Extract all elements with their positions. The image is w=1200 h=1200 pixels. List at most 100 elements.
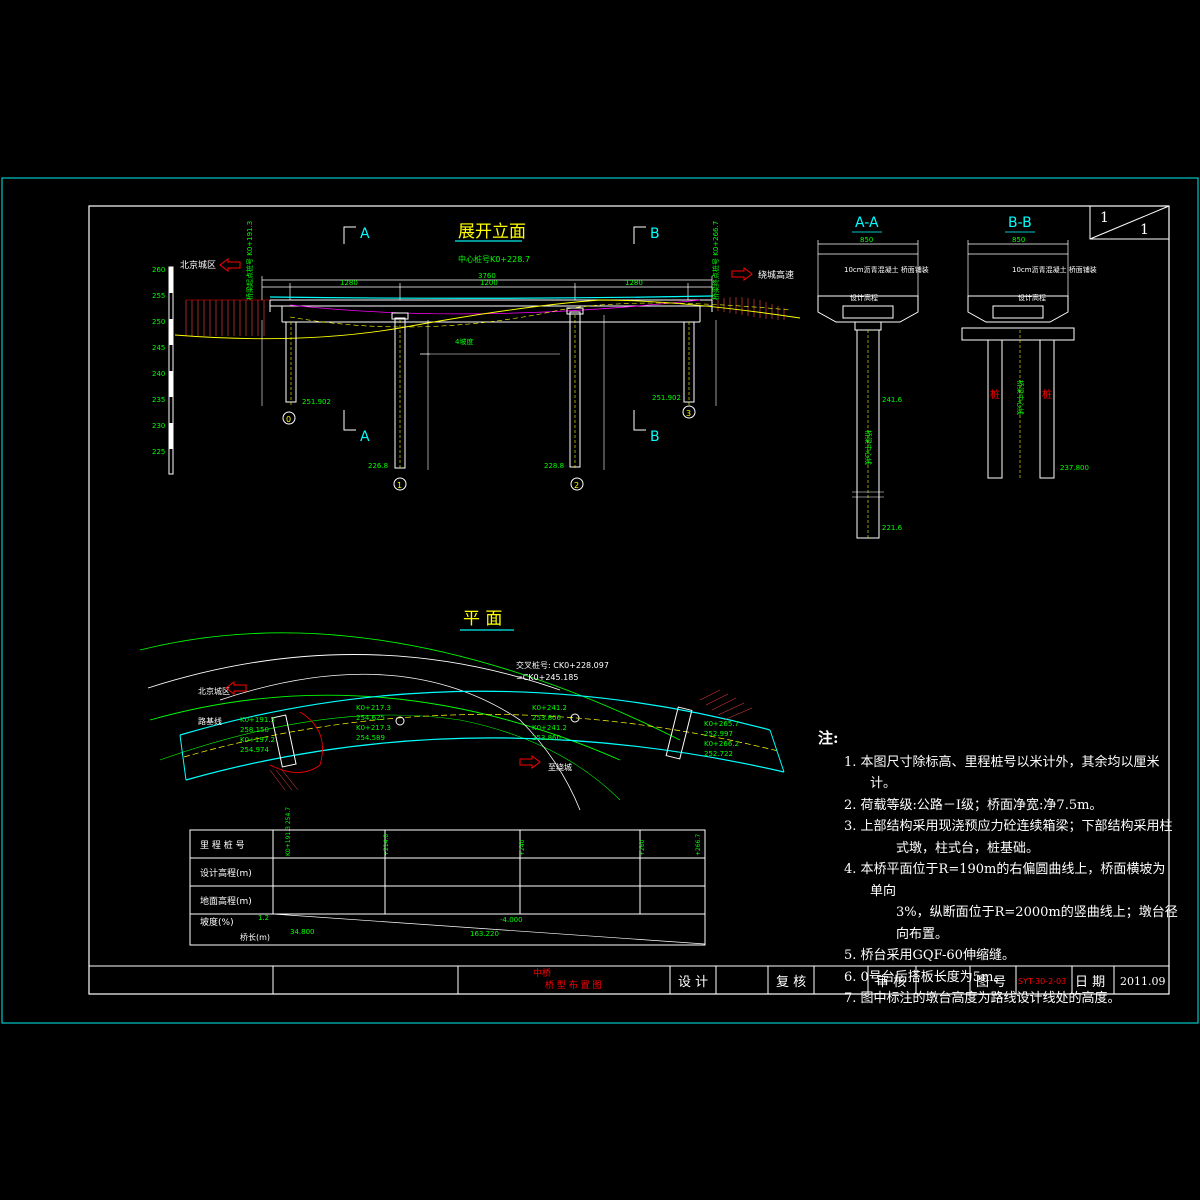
note-1: 1. 本图尺寸除标高、里程桩号以米计外，其余均以厘米计。 <box>844 754 1160 792</box>
section-bb-width: 850 <box>1012 236 1025 244</box>
note-7: 7. 图中标注的墩台高度为路线设计线处的高度。 <box>844 991 1121 1006</box>
span-b: 1200 <box>480 279 498 287</box>
piers <box>285 307 695 469</box>
elev-pier2: 228.8 <box>544 462 564 470</box>
note-3: 3. 上部结构采用现浇预应力砼连续箱梁；下部结构采用柱 <box>844 819 1173 834</box>
left-embankment-hatch <box>185 299 270 336</box>
total-span: 3760 <box>478 272 496 280</box>
scale-tick-6: 230 <box>152 422 165 430</box>
left-direction: 北京城区 <box>180 259 216 271</box>
scale-tick-0: 260 <box>152 266 165 274</box>
section-b-top: B <box>650 226 660 242</box>
title-no: SYT-30-2-03 <box>1018 977 1066 986</box>
svg-text:桥梁终点桩号 K0+266.7: 桥梁终点桩号 K0+266.7 <box>711 221 720 300</box>
section-a-top: A <box>360 226 370 242</box>
svg-text:254.625: 254.625 <box>356 714 385 722</box>
svg-text:桩: 桩 <box>990 388 1000 401</box>
note-5: 5. 桥台采用GQF-60伸缩缝。 <box>844 948 1015 963</box>
page-no-bottom: 1 <box>1140 222 1149 238</box>
plan-right-road: 至绕城 <box>548 762 572 772</box>
title-drawing: 桥 型 布 置 图 <box>545 979 601 991</box>
pier-label-3: 3 <box>686 409 691 418</box>
elevation-title: 展开立面 <box>458 222 526 242</box>
svg-text:K0+241.2: K0+241.2 <box>532 724 567 732</box>
right-direction: 绕城高速 <box>758 269 794 281</box>
elevation-scale-bar: 260 255 250 245 240 235 230 225 <box>152 266 174 475</box>
note-2: 2. 荷载等级:公路－Ⅰ级；桥面净宽:净7.5m。 <box>844 797 1103 813</box>
section-aa-title: A-A <box>855 215 879 231</box>
svg-text:+240: +240 <box>519 839 526 856</box>
table-slope-1: 1.2 <box>258 914 269 922</box>
table-length-2: 163.220 <box>470 930 499 938</box>
section-bb-elev: 237.800 <box>1060 464 1089 472</box>
table-length-1: 34.800 <box>290 928 315 936</box>
plan-road-label: 路基线 <box>198 716 222 726</box>
scale-tick-2: 250 <box>152 318 165 326</box>
page-no-top: 1 <box>1100 210 1109 226</box>
table-slope-2: -4.000 <box>500 916 523 924</box>
elev-left: 251.902 <box>302 398 331 406</box>
profile-table: 里 程 桩 号 设计高程(m) 地面高程(m) 坡度(%) 桥长(m) 1.2 … <box>189 807 706 946</box>
plan-intersection2: =CK0+245.185 <box>516 673 578 682</box>
title-design: 设 计 <box>678 975 708 990</box>
table-row-ground: 地面高程(m) <box>200 895 252 907</box>
svg-text:K0+241.2: K0+241.2 <box>532 704 567 712</box>
table-row-slope: 坡度(%) <box>200 916 234 928</box>
svg-text:+266.7: +266.7 <box>695 834 702 856</box>
section-b-bottom: B <box>650 429 660 445</box>
right-embankment-hatch <box>711 297 785 320</box>
inner-frame <box>88 205 1170 995</box>
section-bb-deck: 10cm沥青混凝土 桥面铺装 <box>1012 265 1097 274</box>
pier-label-1: 1 <box>397 481 402 490</box>
svg-text:K0+217.3: K0+217.3 <box>356 704 391 712</box>
svg-text:K0+217.3: K0+217.3 <box>356 724 391 732</box>
svg-text:252.722: 252.722 <box>704 750 733 758</box>
section-bb-column: 桥梁中心线 <box>1016 380 1025 415</box>
svg-text:252.997: 252.997 <box>704 730 733 738</box>
elevation-view: 展开立面 A A B B 中心桩号K0+228.7 260 255 250 24… <box>152 221 801 491</box>
plan-intersection: 交叉桩号: CK0+228.097 <box>516 660 609 670</box>
svg-text:K0+265.7: K0+265.7 <box>704 720 739 728</box>
svg-text:K0+191.3 254.7: K0+191.3 254.7 <box>285 807 292 856</box>
svg-text:254.589: 254.589 <box>356 734 385 742</box>
scale-tick-3: 245 <box>152 344 165 352</box>
section-aa-deck: 10cm沥青混凝土 桥面铺装 <box>844 265 929 274</box>
note-4: 4. 本桥平面位于R=190m的右偏圆曲线上，桥面横坡为单向 <box>844 862 1166 899</box>
table-row-station: 里 程 桩 号 <box>200 839 245 851</box>
plan-view: 平 面 交叉桩号: CK0+228.097 =CK0+245.185 北京城区 <box>139 609 785 811</box>
note-3-cont: 式墩，柱式台，桩基础。 <box>896 840 1040 856</box>
table-row-length: 桥长(m) <box>240 932 270 942</box>
section-aa-design: 设计高程 <box>850 293 878 302</box>
pier-label-2: 2 <box>574 481 579 490</box>
svg-text:+214.0: +214.0 <box>383 834 390 856</box>
elev-right: 251.902 <box>652 394 681 402</box>
title-date: 2011.09 <box>1120 975 1166 988</box>
section-bb: B-B 850 10cm沥青混凝土 桥面铺装 设计高程 桥梁中心线 237.80… <box>961 215 1097 479</box>
svg-text:254.974: 254.974 <box>240 746 269 754</box>
section-aa-column: 桥梁中心线 <box>864 430 873 465</box>
notes-head: 注: <box>818 729 839 747</box>
svg-text:K0+191.3: K0+191.3 <box>240 716 275 724</box>
page-number-box: 1 1 <box>1089 205 1170 240</box>
svg-text:253.860: 253.860 <box>532 734 561 742</box>
svg-text:253.806: 253.806 <box>532 714 561 722</box>
section-aa-elev-top: 241.6 <box>882 396 903 404</box>
scale-tick-1: 255 <box>152 292 165 300</box>
title-review: 审 核 <box>876 975 906 990</box>
svg-text:桥梁起点桩号 K0+191.3: 桥梁起点桩号 K0+191.3 <box>245 221 254 300</box>
section-bb-title: B-B <box>1008 215 1032 231</box>
scale-tick-4: 240 <box>152 370 165 378</box>
note-6: 6. 0号台后搭板长度为5m。 <box>844 969 1007 985</box>
note-4-cont: 3%，纵断面位于R=2000m的竖曲线上；墩台径向布置。 <box>896 905 1178 942</box>
section-aa: A-A 850 10cm沥青混凝土 桥面铺装 设计高程 桥梁中心线 241.6 … <box>817 215 929 539</box>
section-aa-width: 850 <box>860 236 873 244</box>
title-no-label: 图 号 <box>976 975 1006 990</box>
slope-label: 4坡度 <box>455 337 473 346</box>
elev-pier1: 226.8 <box>368 462 388 470</box>
title-check: 复 核 <box>776 975 806 990</box>
notes: 注: 1. 本图尺寸除标高、里程桩号以米计外，其余均以厘米计。 2. 荷载等级:… <box>818 728 1178 1010</box>
title-project: 中桥 <box>533 967 551 979</box>
svg-text:桩: 桩 <box>1042 388 1052 401</box>
scale-tick-7: 225 <box>152 448 165 456</box>
